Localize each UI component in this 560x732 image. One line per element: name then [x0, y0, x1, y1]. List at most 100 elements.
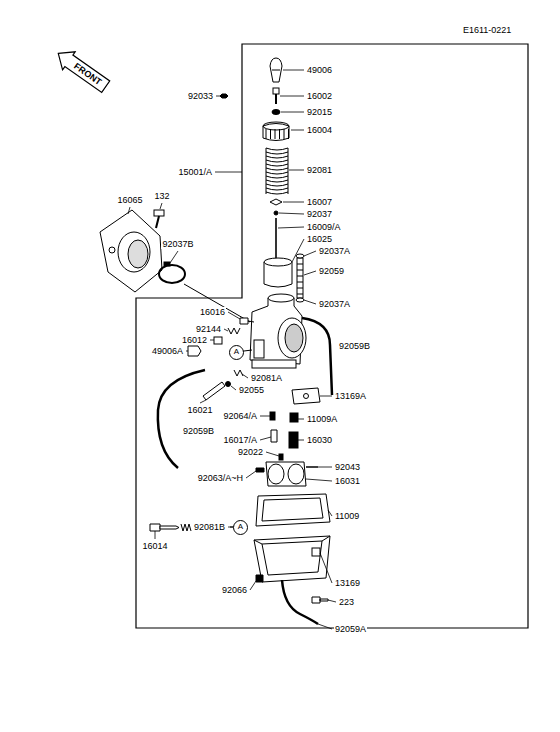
bolt-head [154, 210, 164, 216]
adjuster-cap [188, 346, 201, 356]
float-needle [256, 468, 264, 472]
part-number: 16012 [181, 335, 208, 345]
washer [290, 413, 298, 422]
bolt-shank [156, 216, 159, 228]
leader-line [216, 96, 221, 97]
part-number: 16030 [306, 435, 333, 445]
leader-line [246, 471, 256, 478]
leader-line [304, 251, 316, 256]
part-number: 16004 [306, 125, 333, 135]
part-number: 92066 [221, 585, 248, 595]
leader-line [228, 312, 240, 319]
leader-line [215, 172, 242, 173]
part-number: 49006 [306, 65, 333, 75]
bowl-screw [312, 597, 328, 603]
part-number: 92059B [338, 341, 371, 351]
leader-line [266, 452, 279, 456]
spring-coil [266, 172, 288, 174]
part-number: 92059B [182, 426, 215, 436]
throttle-valve-top [264, 258, 292, 266]
leader-line [292, 239, 304, 262]
overflow-hose [302, 318, 332, 395]
part-number: 132 [153, 191, 170, 201]
leader-lines [128, 70, 336, 629]
part-number: 92059A [334, 624, 367, 634]
adjust-spring [181, 524, 191, 531]
part-number: 13169 [334, 578, 361, 588]
part-number: 92043 [334, 462, 361, 472]
part-number: 16017/A [222, 435, 258, 445]
pilot-boss [254, 340, 264, 358]
knurl [279, 129, 280, 139]
direction-label: FRONT [67, 57, 108, 91]
arrow-shape [52, 44, 112, 95]
part-number: 92081A [250, 373, 283, 383]
leader-line [320, 396, 332, 397]
knurl [284, 129, 285, 139]
cap-knurl [266, 129, 289, 139]
part-number: 11009 [334, 511, 360, 521]
jet-needle [275, 218, 277, 262]
leader-line [242, 374, 248, 378]
leader-line [283, 202, 304, 203]
spring-coil [266, 180, 288, 182]
tube-ribs [297, 264, 303, 294]
part-number: 16007 [306, 197, 333, 207]
leader-line [250, 581, 256, 590]
leader-line [291, 130, 304, 131]
cover-plate [292, 388, 320, 404]
spring-coil [266, 148, 288, 150]
throttle-spring [266, 148, 288, 194]
leader-line [160, 203, 162, 209]
leader-line [128, 207, 130, 214]
part-number: 92063/A~H [197, 473, 244, 483]
part-number: 92033 [187, 91, 214, 101]
part-number: 92037A [318, 246, 351, 256]
part-number: 92015 [306, 107, 333, 117]
spring-coil [266, 164, 288, 166]
cable-adjuster [214, 337, 222, 344]
leader-line [328, 510, 332, 516]
part-number: 16065 [116, 195, 143, 205]
pilot-washer [226, 382, 231, 387]
part-number: 15001/A [177, 167, 213, 177]
o-ring [272, 110, 280, 115]
tube-clip [296, 254, 304, 258]
rib [297, 288, 303, 289]
spring-coil [266, 184, 288, 186]
reference-letter: A [230, 346, 243, 357]
body-flange [252, 360, 296, 368]
spring-coil [266, 188, 288, 190]
knurl [288, 129, 289, 139]
top-cap-rim [263, 122, 289, 130]
assembly-line [184, 284, 250, 322]
drawing-number: E1611-0221 [462, 25, 512, 35]
float [266, 462, 306, 486]
assembly-border [136, 44, 528, 628]
leader-line [224, 329, 228, 331]
top-cap [263, 124, 289, 141]
leader-line [280, 96, 304, 97]
knurl [270, 129, 271, 139]
main-jet [271, 430, 277, 442]
part-number: 16009/A [306, 222, 342, 232]
reference-circle: A [229, 345, 244, 360]
leader-line [304, 300, 316, 304]
bowl-edge [322, 536, 330, 541]
part-number: 92037A [318, 299, 351, 309]
part-number: 223 [338, 597, 355, 607]
body-top [268, 294, 294, 302]
intake-holder [100, 210, 162, 292]
leader-line [298, 419, 304, 420]
part-number: 16025 [306, 234, 333, 244]
spring-coil [266, 176, 288, 178]
leader-line [278, 227, 304, 228]
pilot-screw [203, 382, 225, 400]
adjust-screw-shank [160, 526, 179, 529]
pilot-jet [270, 412, 275, 420]
vent-tube [297, 258, 303, 298]
rubber-cap [270, 58, 282, 82]
leader-line [260, 416, 270, 417]
part-number: 92022 [237, 447, 264, 457]
